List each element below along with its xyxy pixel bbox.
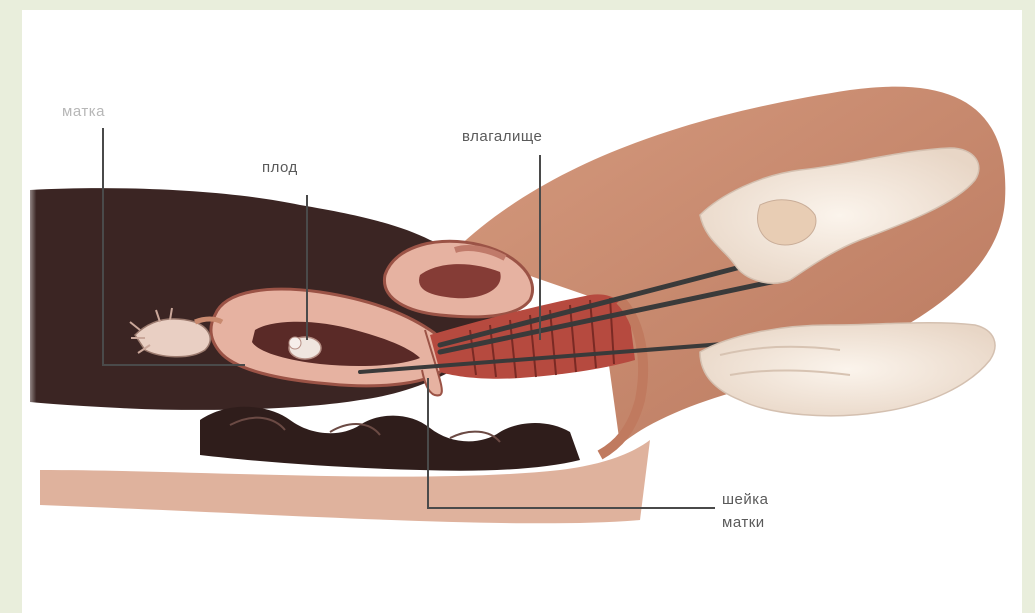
vagina-label: влагалище — [462, 128, 542, 145]
cervix-label-line2: матки — [722, 514, 765, 531]
bowel — [200, 407, 580, 471]
lower-hand — [700, 323, 995, 416]
cervix-label-line1: шейка — [722, 491, 769, 508]
uterus-label: матка — [62, 103, 105, 120]
fetus-label: плод — [262, 159, 298, 176]
